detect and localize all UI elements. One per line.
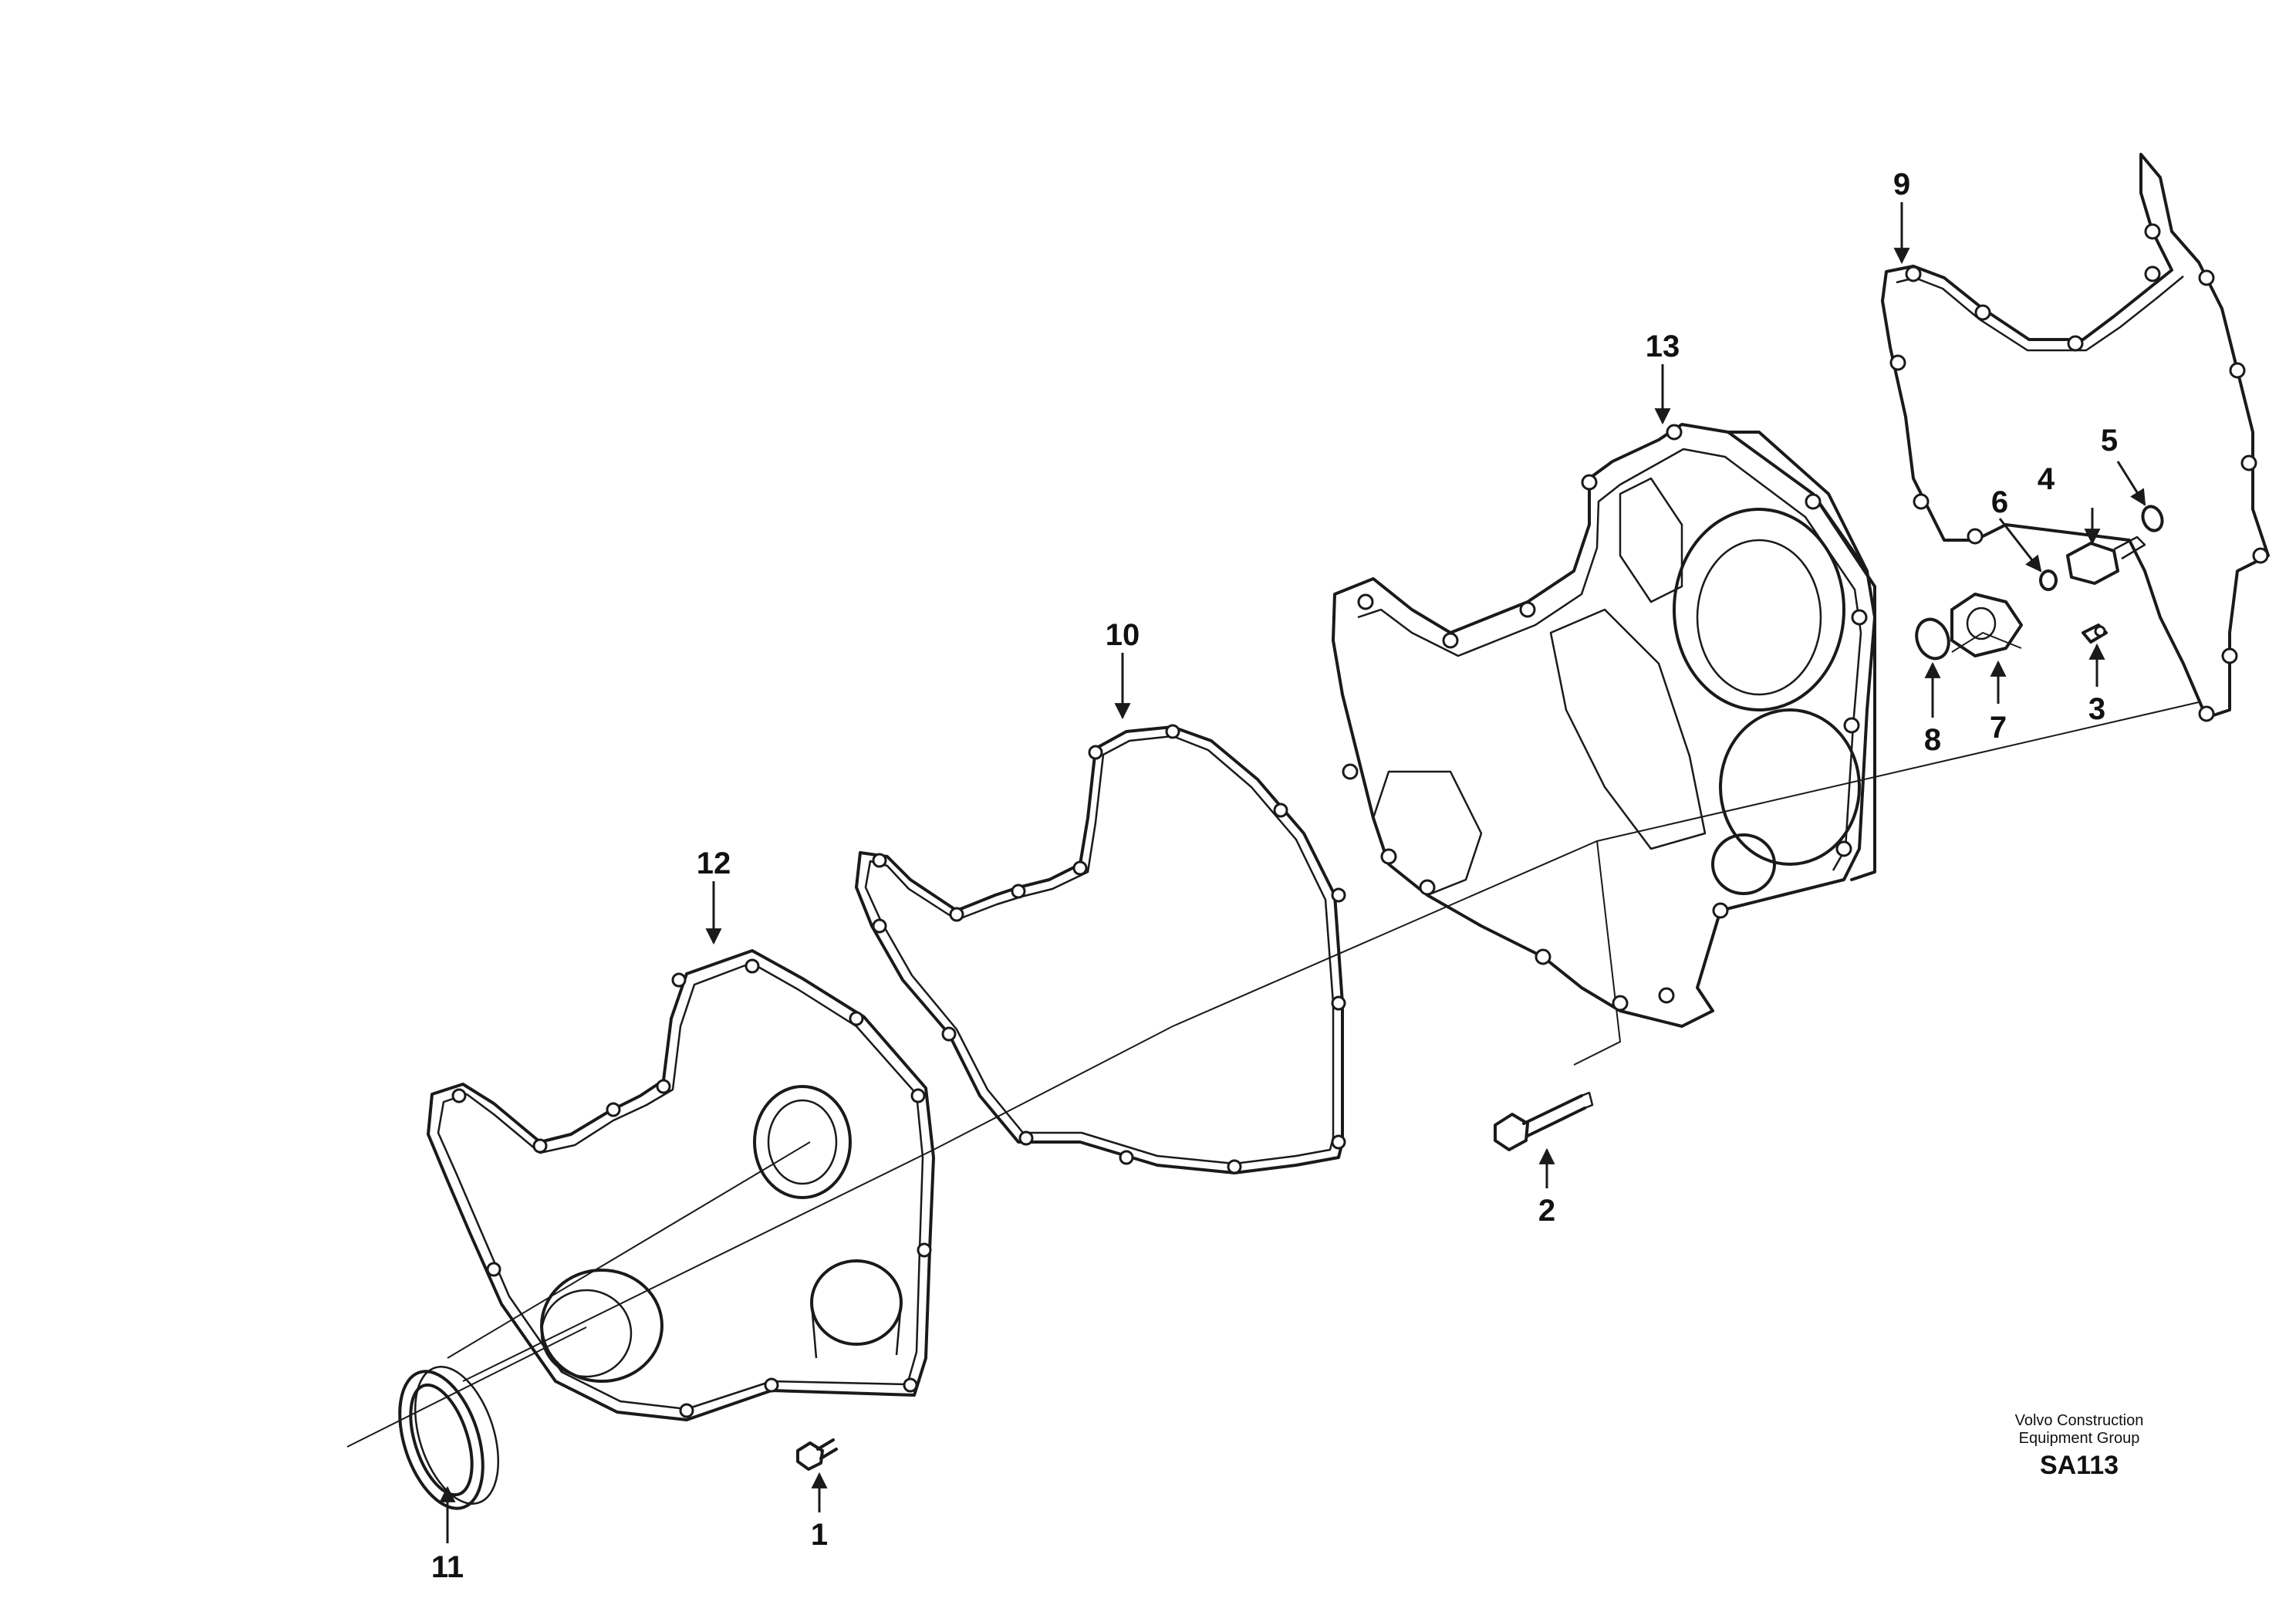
publisher-watermark: Volvo Construction Equipment Group SA113	[1975, 1412, 2183, 1481]
watermark-line-2: Equipment Group	[2018, 1430, 2140, 1447]
part-12-front-cover	[427, 949, 935, 1421]
callout-7: 7	[1990, 711, 2007, 745]
leader-6	[1998, 518, 2042, 573]
callout-3: 3	[2088, 692, 2105, 726]
callout-1: 1	[811, 1518, 828, 1552]
callout-11: 11	[431, 1550, 464, 1584]
leader-5	[2116, 461, 2146, 506]
part-9-rear-gasket	[1881, 153, 2270, 722]
part-10-gasket	[855, 724, 1346, 1174]
part-1-bolt	[796, 1438, 838, 1471]
callout-9: 9	[1893, 167, 1910, 201]
part-13-gear-housing	[1332, 423, 1876, 1028]
callout-13: 13	[1646, 329, 1680, 363]
callout-leaders	[439, 202, 2146, 1543]
figure-code: SA113	[2039, 1451, 2119, 1480]
callout-5: 5	[2101, 424, 2118, 458]
part-2-bolt	[1494, 1091, 1594, 1151]
callout-4: 4	[2038, 462, 2055, 496]
callout-2: 2	[1538, 1194, 1555, 1228]
callout-10: 10	[1106, 618, 1140, 652]
watermark-line-1: Volvo Construction	[2014, 1412, 2144, 1429]
parts-3-to-8-adapter-assembly	[1915, 505, 2164, 661]
callout-8: 8	[1924, 723, 1941, 757]
callout-labels: 1 2 3 4 5 6 7 8 9 10 11 12 13	[431, 167, 2118, 1584]
part-11-front-seal	[398, 1366, 500, 1510]
callout-6: 6	[1991, 485, 2008, 519]
assembly-axis-lines	[346, 631, 2200, 1448]
callout-12: 12	[697, 846, 731, 880]
